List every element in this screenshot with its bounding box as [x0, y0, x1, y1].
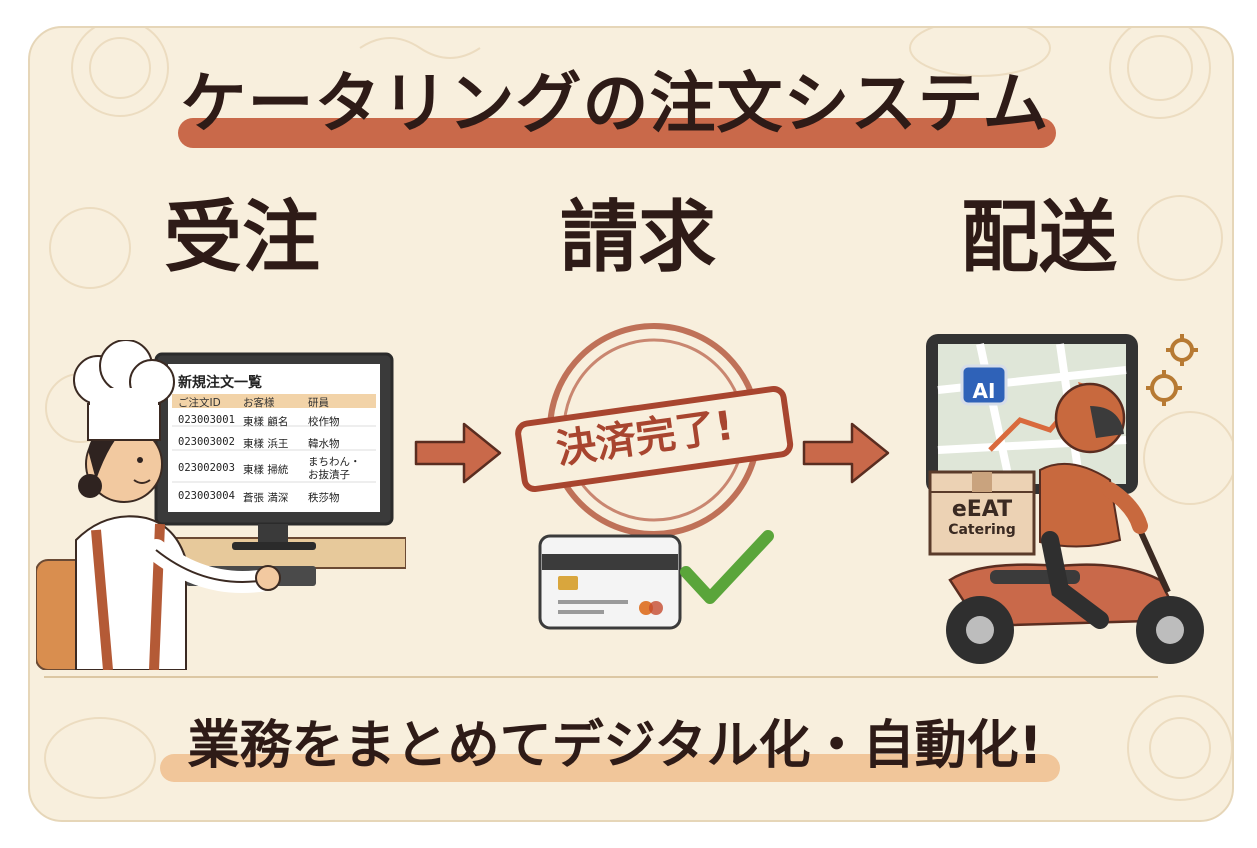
- ai-chip-icon: [960, 364, 1008, 406]
- gear-icon: [1146, 334, 1198, 406]
- divider: [44, 676, 1158, 678]
- order-id-cell: 023003002: [178, 436, 235, 448]
- arrow-right-icon: [414, 422, 502, 484]
- customer-cell: 東樣 浜王: [243, 438, 289, 450]
- footer-banner: 業務をまとめてデジタル化・自動化!: [150, 706, 1080, 796]
- title-underline: [178, 118, 1056, 148]
- step-label-delivery: 配送: [960, 193, 1117, 283]
- stamp-icon: [515, 323, 794, 537]
- column-header: 研員: [308, 397, 329, 409]
- item-cell: まちわん・ お抜漬子: [308, 456, 361, 481]
- title-banner: ケータリングの注文システム: [150, 58, 1056, 158]
- credit-card-icon: [538, 534, 682, 630]
- delivery-box-icon: [928, 470, 1036, 556]
- box-sub-label: Catering: [948, 522, 1016, 538]
- customer-cell: 東樣 顧名: [243, 416, 289, 428]
- footer-highlight: [160, 754, 1060, 782]
- order-list-heading: 新規注文一覧: [178, 375, 262, 391]
- customer-cell: 東樣 掃統: [243, 464, 289, 476]
- step-label-order: 受注: [163, 193, 320, 283]
- delivery-illustration: [926, 334, 1204, 664]
- page-title: ケータリングの注文システム: [180, 65, 1050, 142]
- step-label-billing: 請求: [559, 193, 716, 283]
- ai-chip-label: AI: [972, 379, 996, 403]
- order-id-cell: 023003004: [178, 490, 235, 502]
- chef-hat-icon: [73, 340, 175, 441]
- column-header: お客様: [243, 397, 275, 409]
- order-id-cell: 023002003: [178, 462, 235, 474]
- customer-cell: 蒼張 満深: [243, 492, 289, 504]
- item-cell: 韓水物: [308, 438, 340, 450]
- order-id-cell: 023003001: [178, 414, 235, 426]
- chef-computer-illustration: [36, 340, 406, 670]
- rider-icon: [1039, 382, 1148, 629]
- scooter-icon: [946, 528, 1204, 664]
- payment-illustration: [515, 323, 794, 630]
- arrow-right-icon: [802, 422, 890, 484]
- item-cell: 秩莎物: [308, 492, 340, 504]
- footer-slogan: 業務をまとめてデジタル化・自動化!: [187, 716, 1043, 776]
- column-header: ご注文ID: [178, 397, 221, 409]
- checkmark-icon: [680, 530, 774, 604]
- box-brand-label: eEAT: [951, 497, 1013, 522]
- item-cell: 校作物: [308, 416, 340, 428]
